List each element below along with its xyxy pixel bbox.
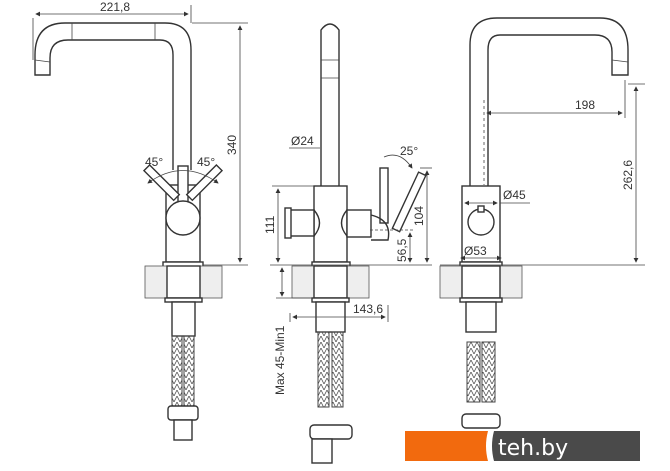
lever-height-label: 104 [412, 206, 426, 226]
side-width-label: 143,6 [353, 302, 383, 316]
front-view: 45° 45° 221,8 340 [32, 0, 248, 441]
watermark-text: teh.by [498, 436, 568, 461]
handle-knob-side [467, 208, 495, 236]
base-diameter-label: Ø53 [464, 244, 487, 258]
spout-reach-label: 198 [575, 98, 595, 112]
pipe-diameter-label: Ø24 [291, 134, 314, 148]
body-diameter-label: Ø45 [503, 188, 526, 202]
reach-front-label: 221,8 [100, 0, 130, 14]
handle-knob [165, 200, 201, 236]
body-height-label: 111 [263, 215, 277, 234]
angle-right-label: 45° [197, 155, 215, 169]
outlet-height-label: 56,5 [395, 238, 409, 262]
counter-thickness-label: Max 45-Min1 [273, 325, 287, 395]
watermark-logo: teh.by [405, 431, 640, 461]
angle-left-label: 45° [145, 155, 163, 169]
spout-height-label: 262,6 [621, 160, 635, 190]
height-total-label: 340 [225, 135, 239, 155]
lever-angle-side-label: 25° [400, 144, 418, 158]
profile-view: Ø45 Ø53 198 262,6 [439, 17, 645, 429]
side-view: Ø24 25° 111 104 56,5 Max 45-Min1 143,6 [263, 23, 432, 464]
